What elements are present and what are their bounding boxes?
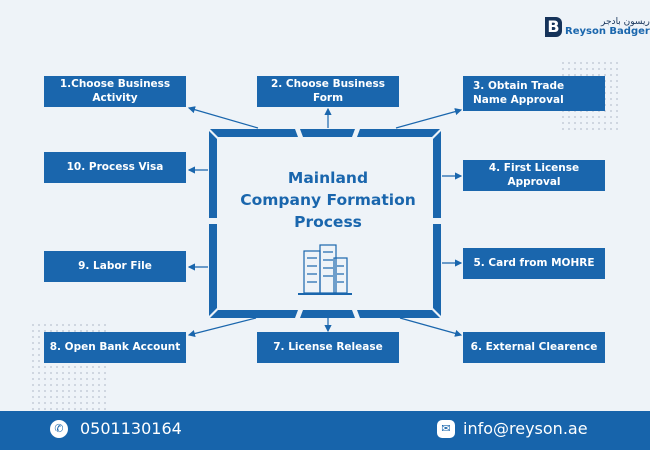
title-line: Company Formation xyxy=(240,191,416,209)
step-7: 7. License Release xyxy=(257,332,399,363)
footer: ✆ 0501130164 ✉ info@reyson.ae xyxy=(0,411,650,450)
brand-arabic: ريسون بادجر xyxy=(601,16,650,27)
center-frame xyxy=(209,129,441,318)
mail-icon: ✉ xyxy=(437,419,455,438)
step-4: 4. First License Approval xyxy=(463,160,605,191)
step-2: 2. Choose Business Form xyxy=(257,76,399,107)
phone-number: 0501130164 xyxy=(80,419,182,438)
brand-name: Reyson Badger xyxy=(565,25,650,37)
arrow-1 xyxy=(187,106,259,129)
title-line: Mainland xyxy=(287,169,369,187)
email-contact[interactable]: ✉ info@reyson.ae xyxy=(437,419,588,438)
phone-contact[interactable]: ✆ 0501130164 xyxy=(50,419,182,438)
logo-mark: B xyxy=(545,17,562,37)
step-10: 10. Process Visa xyxy=(44,152,186,183)
title-line: Process xyxy=(294,213,362,231)
arrow-6 xyxy=(399,317,463,337)
arrow-3 xyxy=(395,108,463,129)
phone-icon: ✆ xyxy=(50,419,68,438)
step-1: 1.Choose Business Activity xyxy=(44,76,186,107)
brand-logo: B ريسون بادجر Reyson Badger xyxy=(545,17,650,37)
arrow-8 xyxy=(187,317,257,338)
step-5: 5. Card from MOHRE xyxy=(463,248,605,279)
center-title: Mainland Company Formation Process xyxy=(220,167,436,233)
step-3: 3. Obtain Trade Name Approval xyxy=(463,76,605,111)
email-address: info@reyson.ae xyxy=(463,419,588,438)
building-icon xyxy=(298,244,352,295)
step-6: 6. External Clearence xyxy=(463,332,605,363)
step-9: 9. Labor File xyxy=(44,251,186,282)
step-8: 8. Open Bank Account xyxy=(44,332,186,363)
